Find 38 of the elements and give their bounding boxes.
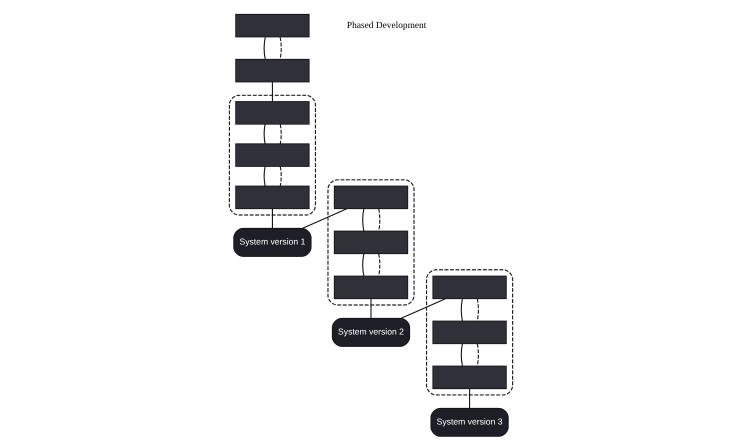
cluster (228, 94, 316, 216)
node-box (234, 186, 310, 210)
node-box (333, 230, 408, 254)
connector (279, 166, 282, 186)
connector (460, 298, 462, 322)
connector (400, 298, 446, 319)
connector (263, 124, 266, 144)
connector (378, 208, 380, 232)
connector (370, 298, 372, 318)
label: Phased Development (346, 21, 426, 32)
connector (378, 254, 380, 276)
cluster (326, 179, 414, 306)
node-box (234, 143, 310, 167)
node-box (432, 276, 506, 300)
connector (362, 208, 364, 232)
node-box (432, 366, 506, 390)
connector (460, 344, 462, 366)
connector (271, 82, 272, 102)
node-box: System version 3 (430, 408, 508, 437)
connector (279, 124, 282, 144)
connector (279, 37, 282, 60)
node-box (333, 186, 408, 210)
node-box: System version 2 (331, 318, 410, 347)
cluster (425, 269, 513, 396)
node-box (234, 14, 310, 38)
connector (362, 254, 364, 276)
connector (476, 344, 478, 366)
node-box (234, 101, 310, 125)
connector (263, 166, 266, 186)
connector (468, 388, 470, 408)
connector (263, 37, 266, 60)
node-box (333, 276, 408, 300)
node-box (432, 320, 506, 344)
connector (302, 208, 347, 229)
connector (476, 298, 478, 322)
connector (271, 208, 272, 228)
node-box (234, 58, 310, 82)
node-box: System version 1 (232, 228, 312, 257)
